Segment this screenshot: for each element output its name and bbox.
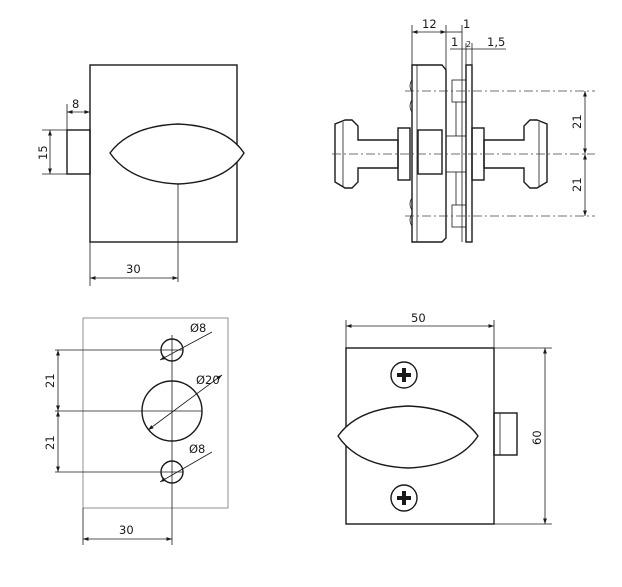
body-cavity bbox=[417, 129, 443, 175]
front-view: 8 15 30 bbox=[36, 64, 245, 286]
screw-top-icon bbox=[390, 361, 418, 389]
dim-hole-center: Ø20 bbox=[196, 373, 220, 387]
back-plate bbox=[465, 64, 473, 243]
dim-side-lower-spacing: 21 bbox=[570, 177, 584, 192]
backplate-view: 50 60 bbox=[337, 311, 552, 525]
turn-knob-shape bbox=[109, 123, 245, 185]
dim-template-offset: 30 bbox=[119, 523, 134, 537]
dim-bolt-height: 15 bbox=[36, 145, 50, 160]
dim-side-depth: 12 bbox=[422, 17, 437, 31]
leader-line bbox=[147, 374, 223, 431]
template-outline bbox=[82, 317, 229, 509]
dim-plate-height: 60 bbox=[530, 430, 544, 445]
side-view: 12 1 1 2 1,5 21 21 bbox=[332, 17, 595, 243]
drill-template: Ø8 Ø20 Ø8 21 21 30 bbox=[43, 317, 229, 545]
dim-template-upper: 21 bbox=[43, 373, 57, 388]
turn-knob-shape bbox=[337, 405, 479, 469]
bolt-outline bbox=[66, 129, 91, 175]
dim-side-upper-spacing: 21 bbox=[570, 114, 584, 129]
left-flange bbox=[397, 127, 411, 181]
dim-side-gap-a: 1 bbox=[463, 17, 470, 31]
lock-body bbox=[411, 64, 447, 243]
body-screws bbox=[409, 79, 413, 227]
left-knob-shape bbox=[334, 119, 399, 189]
dim-bolt-width: 8 bbox=[72, 97, 79, 111]
leader-line bbox=[159, 331, 213, 361]
dim-side-gap-b: 1 bbox=[451, 35, 458, 49]
dim-template-lower: 21 bbox=[43, 435, 57, 450]
right-knob-shape bbox=[483, 119, 548, 189]
screw-bottom-icon bbox=[390, 484, 418, 512]
leader-line bbox=[159, 451, 213, 483]
dim-front-offset: 30 bbox=[126, 262, 141, 276]
dim-side-plate-gap: 2 bbox=[466, 40, 471, 49]
dim-hole-top: Ø8 bbox=[190, 321, 206, 335]
bolt-outline bbox=[493, 412, 518, 456]
dim-hole-bottom: Ø8 bbox=[189, 442, 205, 456]
dim-side-plate-thickness: 1,5 bbox=[487, 35, 505, 49]
dim-plate-width: 50 bbox=[411, 311, 426, 325]
